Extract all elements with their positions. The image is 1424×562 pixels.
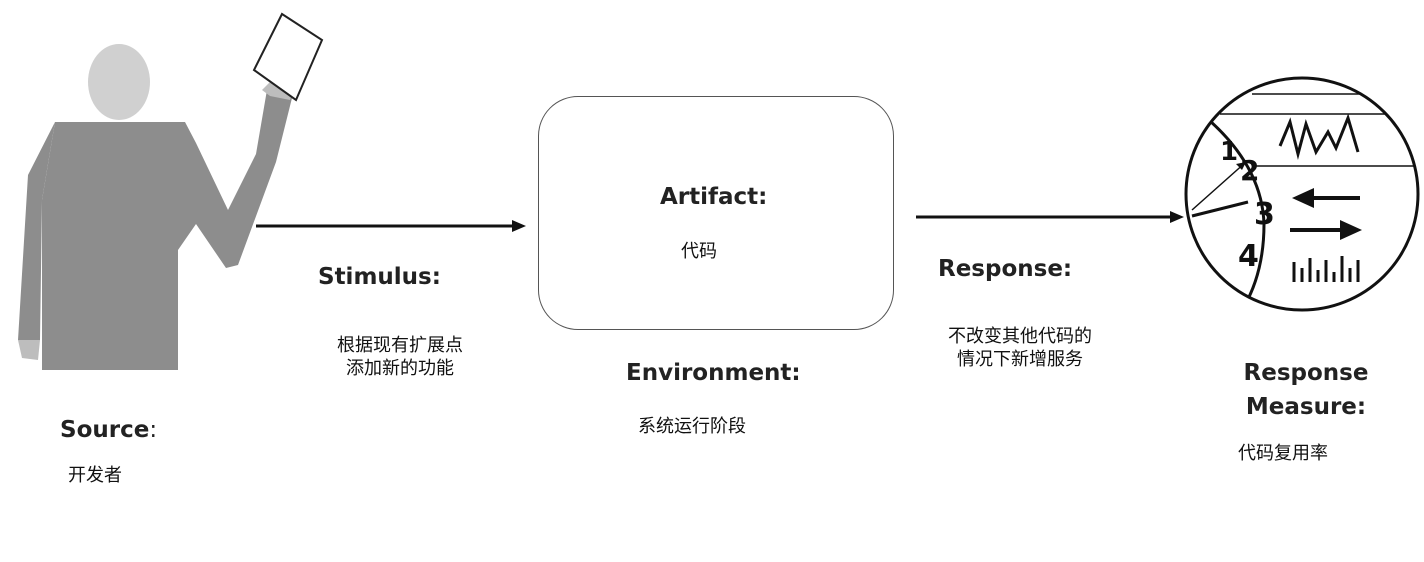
dial-number-3: 3 bbox=[1254, 197, 1275, 232]
dial-number-2: 2 bbox=[1240, 154, 1259, 187]
stimulus-value-line1: 根据现有扩展点 bbox=[337, 335, 463, 356]
stimulus-label: Stimulus: bbox=[318, 264, 441, 290]
environment-label: Environment: bbox=[626, 360, 801, 386]
response-measure-label-line2: Measure: bbox=[1245, 394, 1367, 420]
measure-dial-icon: 1 2 3 4 bbox=[1184, 76, 1420, 312]
artifact-box bbox=[538, 96, 894, 330]
artifact-label: Artifact: bbox=[660, 184, 768, 210]
response-value-line1: 不改变其他代码的 bbox=[948, 326, 1092, 347]
stimulus-value: 根据现有扩展点 添加新的功能 bbox=[300, 334, 500, 380]
response-value-line2: 情况下新增服务 bbox=[957, 349, 1083, 370]
dial-number-4: 4 bbox=[1238, 239, 1259, 274]
response-label: Response: bbox=[938, 256, 1073, 282]
response-measure-label-line1: Response bbox=[1243, 360, 1369, 386]
source-label-colon: : bbox=[149, 417, 158, 443]
response-measure-value: 代码复用率 bbox=[1238, 443, 1328, 464]
environment-value: 系统运行阶段 bbox=[638, 416, 746, 437]
source-value: 开发者 bbox=[68, 465, 122, 486]
source-label-text: Source bbox=[60, 417, 150, 443]
response-measure-label: Response Measure: bbox=[1226, 356, 1386, 424]
response-arrow bbox=[916, 211, 1184, 223]
person-source-icon bbox=[18, 12, 324, 370]
artifact-value: 代码 bbox=[681, 241, 717, 262]
source-label: Source: bbox=[60, 417, 157, 443]
stimulus-arrow bbox=[256, 220, 526, 232]
stimulus-value-line2: 添加新的功能 bbox=[346, 358, 454, 379]
dial-number-1: 1 bbox=[1220, 137, 1238, 167]
response-value: 不改变其他代码的 情况下新增服务 bbox=[920, 325, 1120, 371]
